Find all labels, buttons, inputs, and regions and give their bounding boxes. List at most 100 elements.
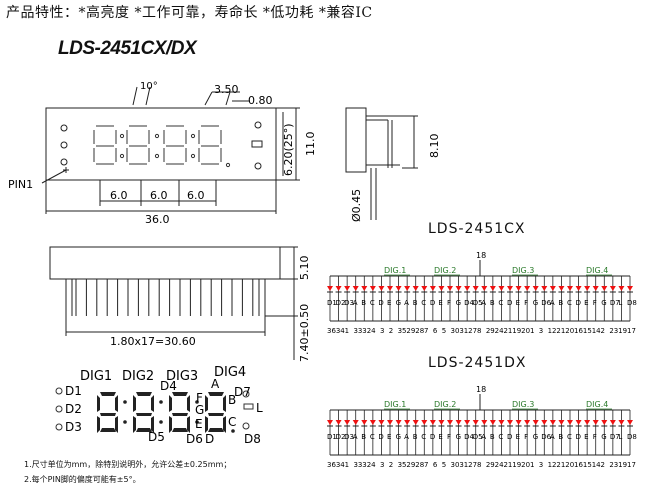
front-width-label: 36.0 [145,213,170,226]
features-line: 产品特性：*高亮度 *工作可靠，寿命长 *低功耗 *兼容IC [6,5,373,21]
dim-a-label: 3.50 [214,83,239,96]
circuit-pin-number: 14 [592,461,601,469]
circuit-seg-label: D3 [344,299,354,307]
circuit-pin-number: 4 [371,461,376,469]
circuit-led [429,286,436,291]
circuit-led [438,420,445,425]
circuit-seg-label: D7 [610,299,620,307]
circuit-led [404,286,411,291]
circuit-pin-number: 33 [353,461,362,469]
circuit-pin-number: 23 [609,327,618,335]
circuit-led [481,286,488,291]
circuit-pin-number: 1 [345,327,349,335]
circuit-cx-title: LDS-2451CX [428,221,526,237]
circuit-seg-label: C [421,299,426,307]
circuit-pin-number: 20 [521,461,530,469]
circuit-led [592,420,599,425]
circuit-pin-number: 12 [548,327,557,335]
seg-label-2: D7 [234,385,251,399]
circuit-seg-label: A [550,433,555,441]
seg-label-11: D [205,432,214,446]
circuit-led [515,420,522,425]
circuit-digit-label: DIG.2 [434,266,456,275]
circuit-pin-number: 35 [398,461,407,469]
circuit-seg-label: A [404,299,409,307]
circuit-led [524,420,531,425]
circuit-pin-number: 34 [336,461,345,469]
circuit-pin-number: 27 [468,327,477,335]
dot-d7 [254,121,262,129]
seg-label-9: D5 [148,430,165,444]
seg-label-3: F [196,391,203,405]
circuit-pin-number: 7 [424,327,428,335]
circuit-led [601,286,608,291]
circuit-seg-label: F [593,299,597,307]
circuit-seg-label: E [516,299,520,307]
circuit-led [541,420,548,425]
circuit-seg-label: B [558,299,563,307]
circuit-led [327,420,333,425]
circuit-led [532,420,539,425]
front-height-label: 11.0 [304,132,317,157]
seg-label-7: E [195,417,203,431]
circuit-pin-number: 2 [601,327,605,335]
seg-label-10: D6 [186,432,203,446]
circuit-seg-label: B [361,299,366,307]
seg-dot-d8 [242,422,250,430]
circuit-pin-number: 19 [512,327,521,335]
circuit-seg-label: B [361,433,366,441]
seg-label-4: B [228,393,236,407]
circuit-seg-label: D6 [541,433,551,441]
circuit-led [472,286,479,291]
bottom-top-dim: 5.10 [298,256,311,281]
circuit-led [335,420,342,425]
circuit-led [558,286,565,291]
angle-label: 10° [140,81,158,92]
circuit-digit-label: DIG.4 [586,266,608,275]
circuit-pin18-label: 18 [476,385,486,394]
circuit-led [584,420,591,425]
circuit-seg-label: G [396,433,401,441]
circuit-pin-number: 24 [495,327,504,335]
circuit-led [575,420,582,425]
seg-label-d1: D1 [65,384,82,398]
circuit-seg-label: D2 [336,433,346,441]
pin1-label: PIN1 [8,178,33,191]
circuit-led [395,286,402,291]
front-view [41,86,300,214]
seg-dot-d2 [55,405,63,413]
circuit-seg-label: B [558,433,563,441]
circuit-pin-number: 36 [327,327,336,335]
circuit-pin-number: 2 [389,327,393,335]
seg-dig3-label: DIG3 [166,369,198,384]
circuit-seg-label: F [524,433,528,441]
circuit-seg-label: G [533,299,538,307]
circuit-pin-number: 15 [583,327,592,335]
circuit-led [627,286,633,291]
circuit-pin-number: 6 [433,461,438,469]
circuit-pin-number: 36 [327,461,336,469]
seg-bar-l [243,403,254,410]
circuit-led [532,286,539,291]
circuit-led [507,286,513,291]
circuit-digit-label: DIG.3 [512,400,534,409]
circuit-seg-label: E [387,299,391,307]
circuit-pin-number: 29 [406,327,415,335]
circuit-seg-label: F [447,299,451,307]
circuit-pin-number: 29 [486,461,495,469]
seg-dig2-label: DIG2 [122,369,154,384]
seg-label-d3: D3 [65,420,82,434]
circuit-pin-number: 35 [398,327,407,335]
circuit-led [352,420,359,425]
circuit-seg-label: B [490,433,495,441]
circuit-seg-label: L [618,299,622,307]
circuit-led [489,420,496,425]
circuit-pin-number: 1 [530,327,534,335]
circuit-seg-label: D [507,299,512,307]
circuit-pin-number: 27 [468,461,477,469]
circuit-led [404,420,411,425]
circuit-seg-label: D4 [464,299,474,307]
circuit-led [378,420,385,425]
circuit-led [429,420,436,425]
circuit-seg-label: F [447,433,451,441]
